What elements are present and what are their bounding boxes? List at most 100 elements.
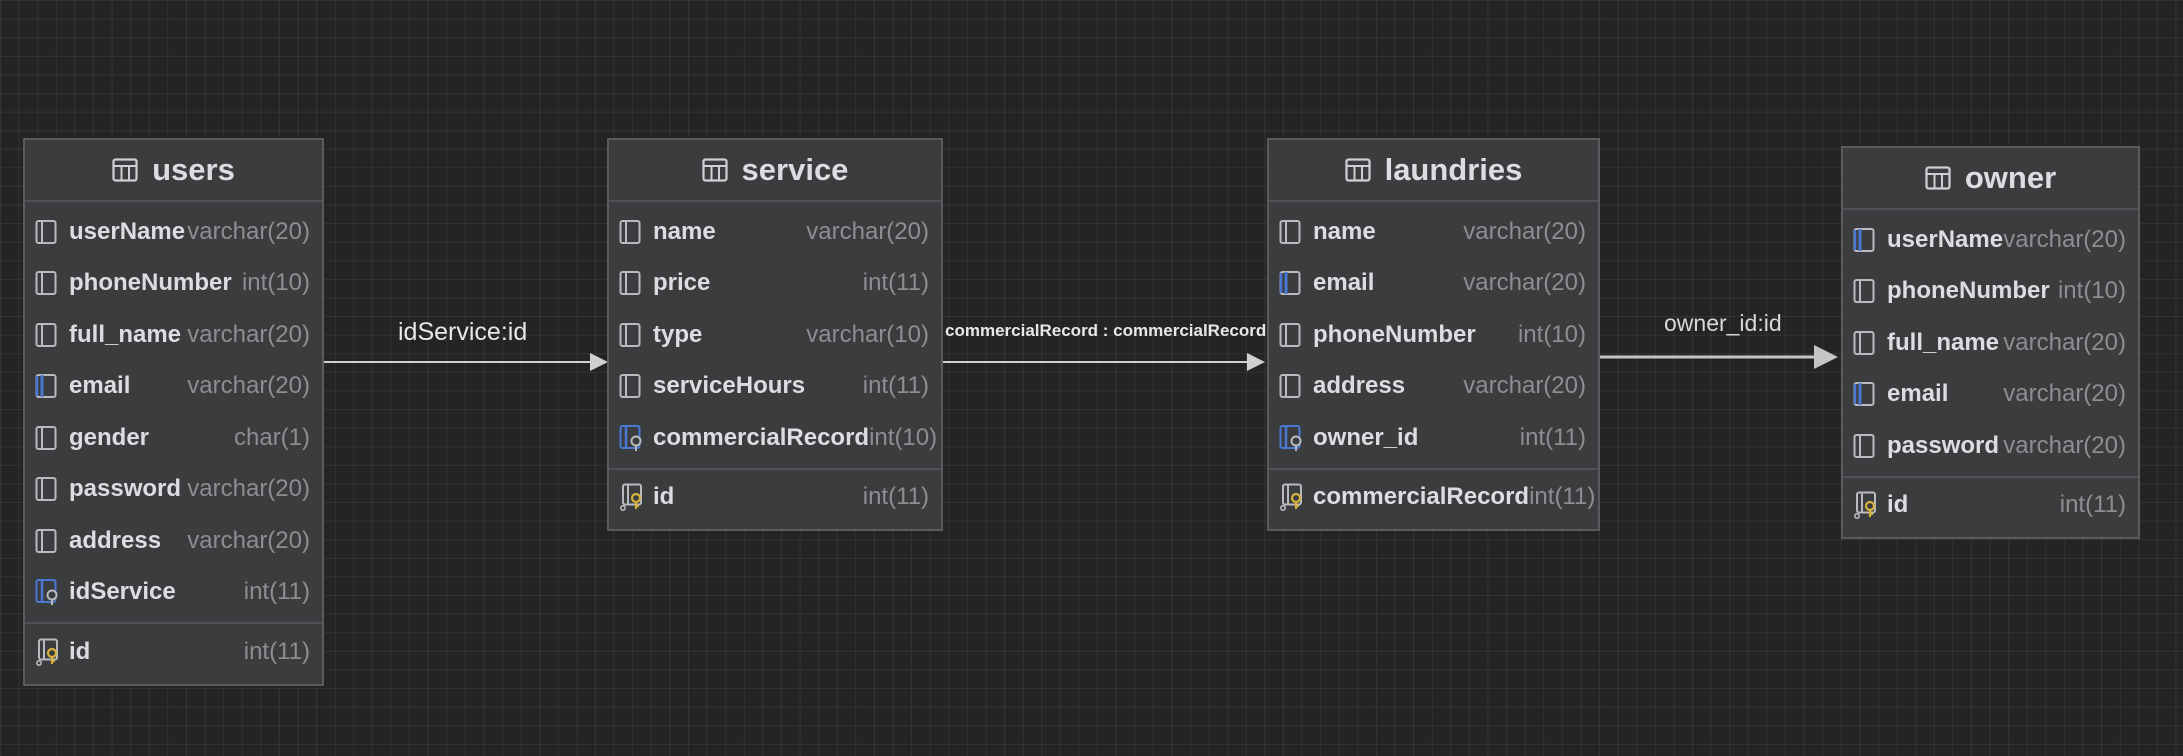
column-icon [619, 321, 645, 349]
column-icon [1279, 372, 1305, 400]
column-icon [1279, 321, 1305, 349]
table-name: laundries [1384, 152, 1523, 187]
field-type: int(11) [1529, 483, 1596, 511]
field-type: varchar(20) [187, 475, 310, 503]
field-type: varchar(10) [806, 320, 929, 348]
field-name: serviceHours [653, 372, 806, 400]
column-icon [619, 269, 645, 297]
field-name: email [1313, 269, 1375, 297]
table-header[interactable]: users [25, 140, 322, 202]
field-type: int(10) [1517, 320, 1586, 348]
field-name: password [1887, 431, 2000, 459]
field-type: varchar(20) [1463, 372, 1586, 400]
table-icon [1925, 166, 1951, 190]
column-icon [1853, 329, 1879, 357]
field-type: int(11) [243, 578, 310, 606]
field-type: int(10) [869, 423, 938, 451]
field-row-serviceHours[interactable]: serviceHours int(11) [609, 361, 941, 413]
field-type: int(11) [862, 483, 929, 511]
arrowhead-icon [590, 353, 608, 371]
field-name: phoneNumber [1887, 277, 2050, 305]
primary-key-icon [35, 638, 61, 666]
field-row-name[interactable]: name varchar(20) [609, 206, 941, 258]
relation-label: idService:id [398, 318, 528, 346]
field-type: varchar(20) [2003, 328, 2126, 356]
field-name: name [1313, 217, 1376, 245]
field-type: varchar(20) [1463, 269, 1586, 297]
field-type: varchar(20) [2003, 380, 2126, 408]
field-name: name [653, 217, 716, 245]
relation-label: owner_id:id [1664, 310, 1782, 336]
field-name: userName [69, 217, 186, 245]
column-icon [35, 527, 61, 555]
column-icon [35, 218, 61, 246]
field-row-gender[interactable]: gender char(1) [25, 412, 322, 464]
field-name: userName [1887, 225, 2004, 253]
unique-column-icon [1853, 226, 1879, 254]
key-divider [25, 622, 322, 624]
table-name: owner [1964, 160, 2057, 195]
primary-key-icon [619, 483, 645, 512]
table-header[interactable]: owner [1843, 148, 2138, 210]
field-row-email[interactable]: email varchar(20) [1269, 258, 1598, 310]
field-type: varchar(20) [187, 526, 310, 554]
field-name: owner_id [1313, 423, 1419, 451]
primary-key-icon [1853, 491, 1879, 520]
relation-label: commercialRecord : commercialRecord [945, 321, 1267, 340]
field-type: varchar(20) [187, 372, 310, 400]
table-header[interactable]: service [609, 140, 941, 202]
field-type: char(1) [233, 423, 310, 451]
arrowhead-icon [1814, 345, 1838, 369]
field-type: int(10) [2057, 277, 2126, 305]
table-header[interactable]: laundries [1269, 140, 1598, 202]
field-type: varchar(20) [806, 217, 929, 245]
column-icon [35, 269, 61, 297]
column-icon [619, 372, 645, 400]
field-type: int(11) [862, 269, 929, 297]
field-name: phoneNumber [69, 269, 232, 297]
field-name: gender [69, 423, 150, 451]
field-type: int(11) [862, 372, 929, 400]
table-icon [701, 158, 728, 182]
field-name: password [69, 475, 182, 503]
column-icon [1279, 218, 1305, 246]
foreign-key-column-icon [35, 578, 61, 606]
field-name: full_name [69, 320, 182, 348]
table-icon [112, 158, 138, 182]
relation-laundries-owner [1598, 345, 1838, 369]
table-icon [1344, 158, 1371, 182]
field-type: varchar(20) [2003, 431, 2126, 459]
column-icon [1853, 432, 1879, 460]
unique-column-icon [1853, 380, 1879, 408]
field-name: commercialRecord [653, 423, 870, 451]
column-icon [35, 321, 61, 349]
